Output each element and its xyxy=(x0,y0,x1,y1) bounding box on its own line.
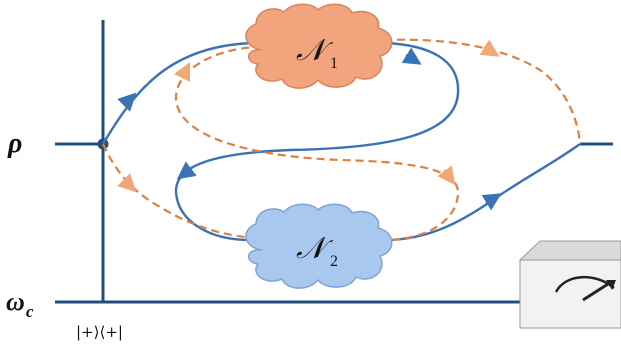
channel-n1-cloud: 𝒩 1 xyxy=(245,3,393,89)
channel-n2-subscript: 2 xyxy=(330,253,338,270)
solid-arrow-1 xyxy=(117,92,137,112)
rho-label: ρ xyxy=(7,128,22,159)
dashed-arrow-1 xyxy=(117,173,137,193)
channel-n1-subscript: 1 xyxy=(330,55,338,72)
solid-arrow-2 xyxy=(401,47,422,65)
omega-label: ω xyxy=(6,287,25,316)
dashed-arrow-3 xyxy=(173,61,191,83)
solid-arrow-3 xyxy=(176,161,197,180)
dashed-path-order-2 xyxy=(102,38,582,242)
dashed-arrow-2 xyxy=(437,165,456,186)
omega-subscript: c xyxy=(26,302,34,321)
measurement-meter-icon xyxy=(518,240,621,329)
channel-n2-cloud: 𝒩 2 xyxy=(245,203,393,289)
solid-arrow-4 xyxy=(481,193,502,211)
control-state-label: |+⟩⟨+| xyxy=(76,323,123,341)
dashed-arrow-4 xyxy=(479,39,500,57)
